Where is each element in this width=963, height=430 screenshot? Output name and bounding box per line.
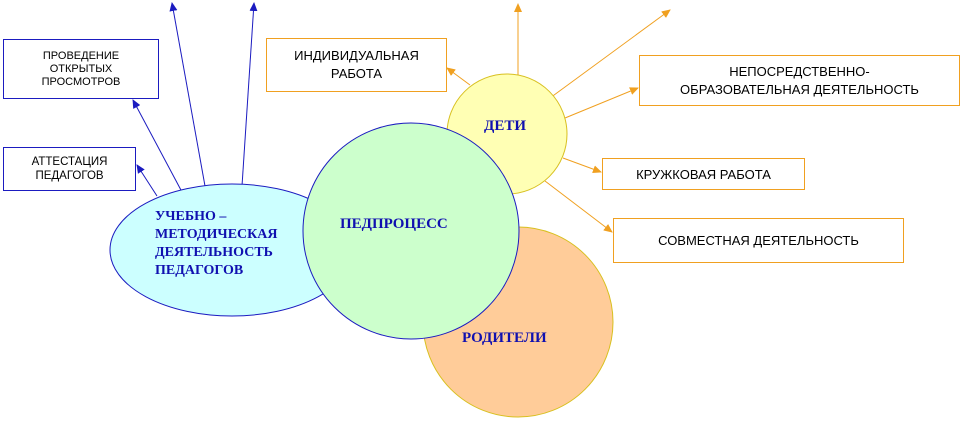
box-individual: ИНДИВИДУАЛЬНАЯ РАБОТА — [266, 38, 447, 92]
label-roditeli: РОДИТЕЛИ — [462, 330, 547, 346]
arrow-uchebno-attestation — [136, 164, 158, 197]
box-attestation-text: АТТЕСТАЦИЯ ПЕДАГОГОВ — [31, 156, 108, 182]
label-deti: ДЕТИ — [484, 118, 526, 134]
box-direct-edu: НЕПОСРЕДСТВЕННО- ОБРАЗОВАТЕЛЬНАЯ ДЕЯТЕЛЬ… — [639, 55, 960, 106]
box-circle-work: КРУЖКОВАЯ РАБОТА — [602, 158, 805, 190]
box-open-views-text: ПРОВЕДЕНИЕ ОТКРЫТЫХ ПРОСМОТРОВ — [41, 49, 121, 88]
box-joint-text: СОВМЕСТНАЯ ДЕЯТЕЛЬНОСТЬ — [658, 233, 859, 248]
arrow-uchebno-up-left — [169, 2, 206, 187]
arrow-deti-individual — [446, 67, 471, 86]
box-attestation: АТТЕСТАЦИЯ ПЕДАГОГОВ — [3, 147, 136, 191]
arrow-deti-circle-work — [562, 157, 602, 173]
box-circle-work-text: КРУЖКОВАЯ РАБОТА — [636, 166, 771, 182]
arrow-uchebno-up-right — [241, 2, 258, 187]
box-direct-edu-text: НЕПОСРЕДСТВЕННО- ОБРАЗОВАТЕЛЬНАЯ ДЕЯТЕЛЬ… — [680, 63, 919, 97]
box-open-views: ПРОВЕДЕНИЕ ОТКРЫТЫХ ПРОСМОТРОВ — [3, 39, 159, 99]
circle-pedprocess — [302, 122, 520, 340]
arrow-deti-direct-edu — [564, 87, 639, 119]
box-joint: СОВМЕСТНАЯ ДЕЯТЕЛЬНОСТЬ — [613, 218, 904, 263]
box-individual-text: ИНДИВИДУАЛЬНАЯ РАБОТА — [294, 48, 419, 81]
arrow-deti-upright — [549, 9, 671, 99]
arrow-deti-joint — [544, 180, 613, 233]
label-pedprocess: ПЕДПРОЦЕСС — [340, 216, 448, 232]
label-uchebno: УЧЕБНО – МЕТОДИЧЕСКАЯ ДЕЯТЕЛЬНОСТЬ ПЕДАГ… — [155, 209, 278, 278]
arrow-uchebno-open-views — [132, 99, 183, 193]
